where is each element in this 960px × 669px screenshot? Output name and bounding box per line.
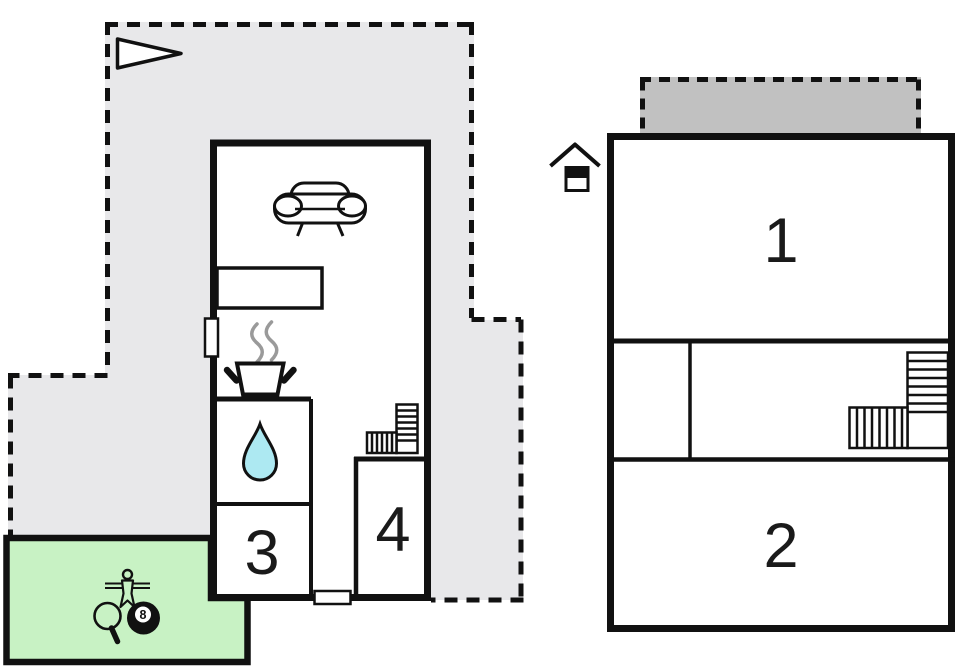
room-label-4: 4 bbox=[375, 495, 410, 565]
pot-handle-left bbox=[223, 366, 240, 384]
counter bbox=[215, 266, 324, 310]
entrance-house-band bbox=[567, 164, 587, 178]
billiard-ball-circle bbox=[135, 606, 151, 623]
paddle-blade bbox=[93, 601, 122, 631]
steam-icon bbox=[264, 320, 279, 362]
sofa-arm-left bbox=[273, 194, 303, 218]
door bbox=[313, 589, 352, 606]
upper-floor-building-outline bbox=[607, 133, 955, 632]
staircase-upper-floor bbox=[848, 351, 950, 450]
billiard-ball-icon: 8 bbox=[127, 601, 160, 635]
table-tennis-paddle-icon bbox=[93, 601, 122, 645]
upper-floor-interior-walls bbox=[607, 338, 955, 462]
foosball-rods bbox=[105, 582, 150, 589]
upper-floor-plan: 1 2 bbox=[549, 77, 955, 632]
steam-icon bbox=[250, 322, 264, 364]
paddle-handle bbox=[108, 625, 121, 645]
foosball-player-body bbox=[119, 579, 136, 609]
room-label-3: 3 bbox=[244, 518, 279, 588]
foosball-player-icon bbox=[105, 568, 150, 609]
balcony-area bbox=[640, 77, 921, 136]
kitchen-stove-icon bbox=[223, 320, 297, 397]
entrance-icon bbox=[549, 142, 601, 192]
balcony-boundary-dashed bbox=[640, 77, 921, 136]
ground-floor-plan: 8 bbox=[3, 22, 524, 666]
pot-handle-right bbox=[280, 366, 297, 384]
sofa-icon bbox=[273, 181, 367, 237]
cooking-pot-icon bbox=[234, 361, 286, 397]
game-room-icons: 8 bbox=[93, 568, 160, 645]
room-label-2: 2 bbox=[763, 511, 798, 581]
ground-floor-interior-walls bbox=[210, 396, 431, 597]
entrance-house-roof bbox=[549, 142, 601, 168]
stair-flight-vertical bbox=[906, 351, 950, 450]
room-label-1: 1 bbox=[763, 206, 798, 276]
foosball-player-head bbox=[121, 568, 134, 581]
direction-arrow-icon bbox=[115, 37, 183, 70]
water-drop-icon bbox=[241, 419, 279, 482]
window bbox=[203, 317, 220, 358]
sofa-arm-right bbox=[337, 194, 367, 218]
staircase-ground-floor bbox=[365, 403, 419, 455]
terrace-boundary-dashed bbox=[8, 22, 524, 603]
billiard-ball-number: 8 bbox=[140, 608, 147, 622]
